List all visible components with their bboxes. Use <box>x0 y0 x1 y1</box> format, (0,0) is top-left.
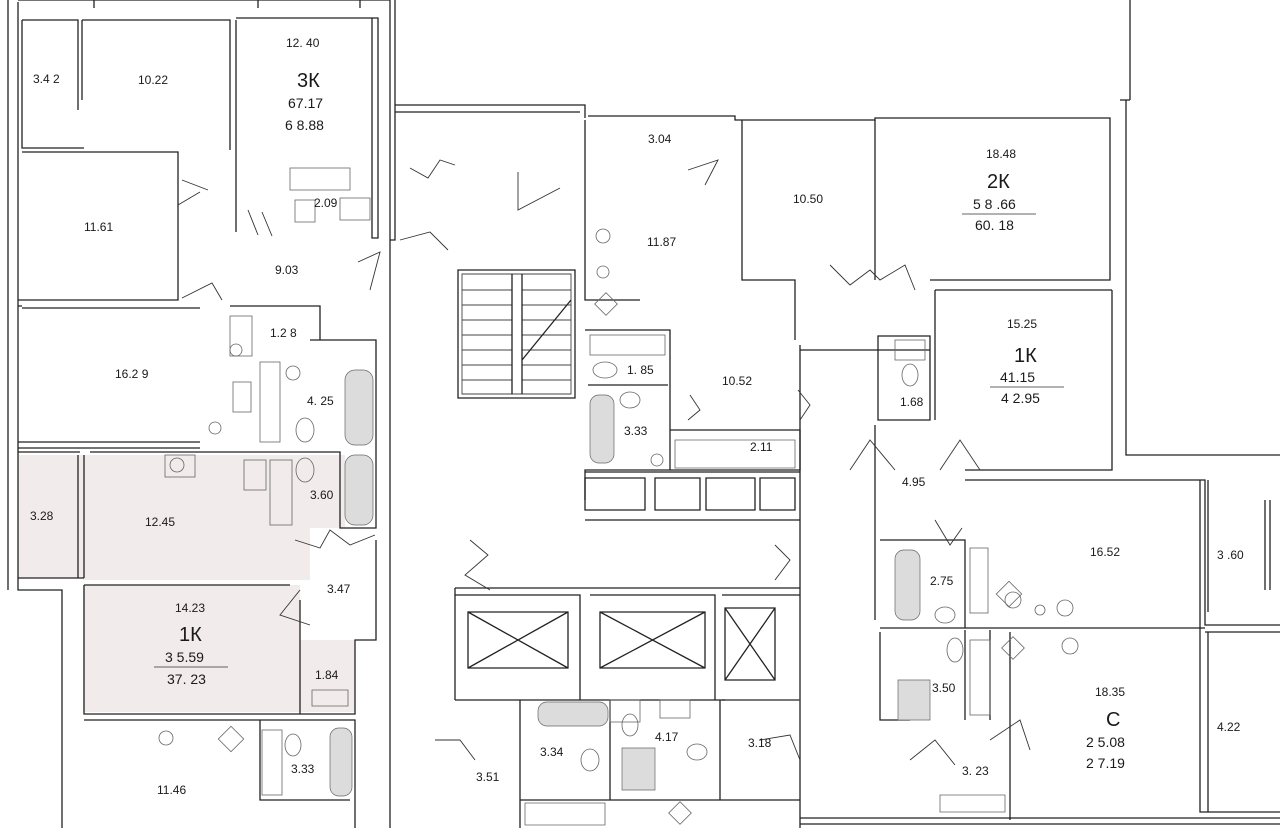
apartment-1k-right-label[interactable]: 1К 41.15 4 2.95 <box>990 345 1064 406</box>
apartment-type: С <box>1106 709 1120 731</box>
room-area-label: 1.68 <box>900 395 924 409</box>
apartment-total-area: 2 7.19 <box>1086 755 1125 771</box>
highlighted-apartment[interactable] <box>18 455 355 712</box>
room-area-label: 4.22 <box>1217 720 1241 734</box>
room-area-label: 10.22 <box>138 73 168 87</box>
room-area-label: 11.46 <box>157 783 186 797</box>
room-area-label: 3.34 <box>540 745 564 759</box>
room-area-label: 4. 25 <box>307 394 334 408</box>
room-area-label: 3.51 <box>476 770 500 784</box>
apartment-3k-label[interactable]: 3К 67.17 6 8.88 <box>285 70 324 133</box>
apartment-1k-left-label[interactable]: 1К 3 5.59 37. 23 <box>154 624 228 687</box>
room-area-label: 3.33 <box>291 762 315 776</box>
room-area-label: 18.35 <box>1095 685 1125 699</box>
apartment-type: 2К <box>987 171 1010 193</box>
apartment-living-area: 2 5.08 <box>1086 734 1125 750</box>
room-area-label: 4.95 <box>902 475 926 489</box>
room-area-label: 2.09 <box>314 196 338 210</box>
room-area-label: 10.52 <box>722 374 752 388</box>
apartment-type: 1К <box>179 624 202 646</box>
room-area-label: 16.52 <box>1090 545 1120 559</box>
apartment-type: 1К <box>1014 345 1037 367</box>
apartment-studio-label[interactable]: С 2 5.08 2 7.19 <box>1086 709 1125 771</box>
room-area-label: 10.50 <box>793 192 823 206</box>
room-area-label: 15.25 <box>1007 317 1037 331</box>
room-area-label: 3.47 <box>327 582 351 596</box>
room-area-label: 3. 23 <box>962 764 989 778</box>
room-area-label: 11.61 <box>84 220 113 234</box>
apartment-2k-label[interactable]: 2К 5 8 .66 60. 18 <box>962 171 1036 233</box>
apartment-living-area: 41.15 <box>1000 369 1035 385</box>
apartment-total-area: 4 2.95 <box>1001 390 1040 406</box>
walls <box>7 0 1280 828</box>
room-labels: 3.4 2 10.22 12. 40 11.61 2.09 9.03 1.2 8… <box>30 36 1244 797</box>
room-area-label: 1. 85 <box>627 363 654 377</box>
apartment-living-area: 5 8 .66 <box>973 196 1016 212</box>
room-area-label: 4.17 <box>655 730 679 744</box>
room-area-label: 3.04 <box>648 132 672 146</box>
apartment-total-area: 6 8.88 <box>285 117 324 133</box>
room-area-label: 11.87 <box>647 235 676 249</box>
room-area-label: 3.18 <box>748 736 772 750</box>
doors <box>177 159 1031 766</box>
room-area-label: 2.75 <box>930 574 954 588</box>
room-area-label: 3.50 <box>932 681 956 695</box>
apartment-living-area: 3 5.59 <box>165 649 204 665</box>
room-area-label: 3.33 <box>624 424 648 438</box>
room-area-label: 12. 40 <box>286 36 320 50</box>
room-area-label: 1.2 8 <box>270 326 297 340</box>
room-area-label: 3.28 <box>30 509 54 523</box>
fixtures <box>158 167 1079 826</box>
apartment-total-area: 37. 23 <box>167 671 206 687</box>
room-area-label: 12.45 <box>145 515 175 529</box>
room-area-label: 18.48 <box>986 147 1016 161</box>
room-area-label: 3.60 <box>310 488 334 502</box>
apartment-living-area: 67.17 <box>288 95 323 111</box>
apartment-type: 3К <box>297 70 320 92</box>
room-area-label: 1.84 <box>315 668 339 682</box>
room-area-label: 3 .60 <box>1217 548 1244 562</box>
room-area-label: 3.4 2 <box>33 72 60 86</box>
room-area-label: 9.03 <box>275 263 299 277</box>
room-area-label: 16.2 9 <box>115 367 149 381</box>
room-area-label: 2.11 <box>750 440 773 454</box>
apartment-total-area: 60. 18 <box>975 217 1014 233</box>
room-area-label: 14.23 <box>175 601 205 615</box>
